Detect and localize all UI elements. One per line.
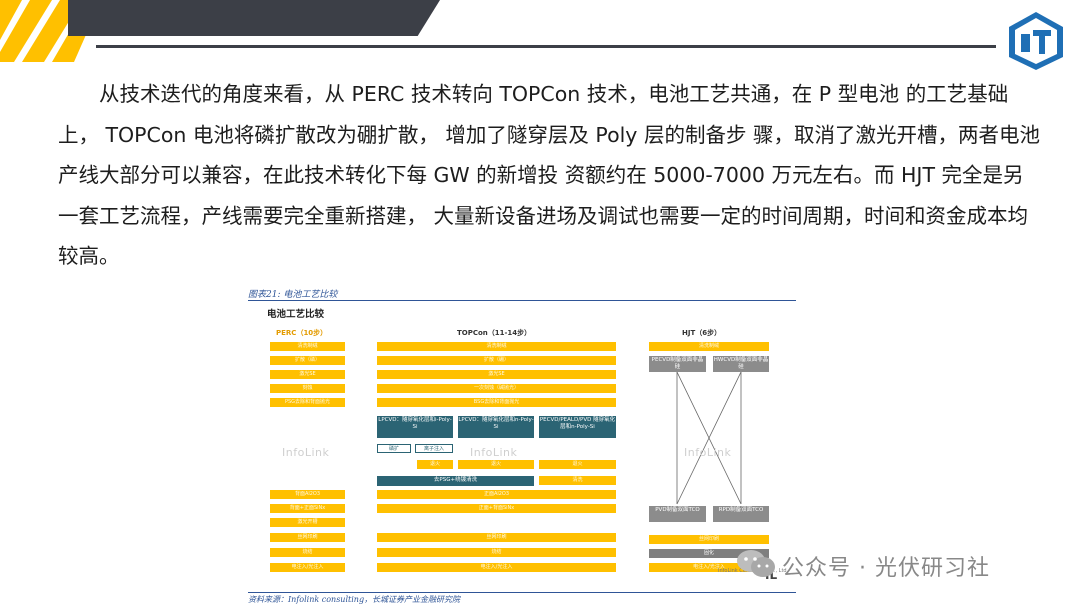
topcon-anneal: 退火 [539, 460, 616, 469]
topcon-anneal: 退火 [458, 460, 534, 469]
topcon-step: BSG去除和背面抛光 [377, 398, 616, 407]
topcon-route-lpcvd-n: LPCVD：隧穿氧化层和n-Poly-Si [458, 416, 534, 438]
hjt-pecvd: PECVD制备双面非晶硅 [649, 356, 706, 372]
topcon-step: 一次刻蚀（碱抛光） [377, 384, 616, 393]
perc-step: 激光开槽 [270, 518, 345, 527]
topcon-anneal: 退火 [417, 460, 453, 469]
topcon-title: TOPCon（11-14步） [457, 329, 532, 337]
figure-source: 资料来源：Infolink consulting，长城证券产业金融研究院 [248, 595, 461, 604]
hjt-rpd: RPD制备双面TCO [713, 506, 769, 522]
topcon-step: 正面Al2O3 [377, 490, 616, 499]
topcon-phosphorus-diffusion: 磷扩 [377, 444, 411, 453]
topcon-psg-clean: 去PSG+绕镀清洗 [377, 476, 534, 486]
topcon-step: 扩散（硼） [377, 356, 616, 365]
topcon-route-pecvd: PECVD/PEALD/PVD 隧穿氧化层和n-Poly-Si [539, 416, 616, 438]
figure-top-rule [248, 300, 796, 301]
perc-step: 刻蚀 [270, 384, 345, 393]
body-paragraph: 从技术迭代的角度来看，从 PERC 技术转向 TOPCon 技术，电池工艺共通，… [58, 82, 1040, 268]
hjt-step: 清洗制绒 [649, 342, 769, 351]
process-diagram: 电池工艺比较 PERC（10步） 清洗制绒 扩散（磷） 激光SE 刻蚀 PSG去… [262, 304, 796, 582]
topcon-step: 烧结 [377, 548, 616, 557]
figure-caption: 图表21: 电池工艺比较 [248, 290, 338, 300]
header-line [96, 45, 996, 48]
topcon-step: 清洗制绒 [377, 342, 616, 351]
perc-step: 背面+正面SiNx [270, 504, 345, 513]
watermark: InfoLink [282, 446, 330, 459]
topcon-step: 正面+背面SiNx [377, 504, 616, 513]
figure: 图表21: 电池工艺比较 资料来源：Infolink consulting，长城… [248, 283, 796, 608]
perc-step: 背面Al2O3 [270, 490, 345, 499]
wechat-icon [736, 548, 776, 584]
perc-step: 丝网印刷 [270, 533, 345, 542]
perc-step: 烧结 [270, 548, 345, 557]
watermark: InfoLink [684, 446, 732, 459]
topcon-step: 激光SE [377, 370, 616, 379]
perc-title: PERC（10步） [276, 329, 328, 337]
watermark: InfoLink [470, 446, 518, 459]
hjt-hwcvd: HWCVD制备双面非晶硅 [713, 356, 769, 372]
perc-step: 激光SE [270, 370, 345, 379]
diagram-title: 电池工艺比较 [267, 309, 325, 320]
perc-step: 扩散（磷） [270, 356, 345, 365]
hjt-step: 丝网印刷 [649, 535, 769, 544]
topcon-route-lpcvd-i: LPCVD：隧穿氧化层和i-Poly-Si [377, 416, 453, 438]
wechat-watermark: 公众号 · 光伏研习社 [736, 548, 990, 584]
figure-bottom-rule [248, 592, 796, 593]
header-band [68, 0, 440, 36]
perc-step: 清洗制绒 [270, 342, 345, 351]
topcon-clean: 清洗 [539, 476, 616, 485]
hjt-step: 电注入/光注入 [649, 563, 769, 572]
topcon-step: 电注入/光注入 [377, 563, 616, 572]
hjt-step: 固化 [649, 549, 769, 558]
hjt-connector-lines [676, 372, 742, 505]
perc-step: 电注入/光注入 [270, 563, 345, 572]
topcon-step: 丝网印刷 [377, 533, 616, 542]
hjt-pvd: PVD制备双面TCO [649, 506, 706, 522]
hjt-title: HJT（6步） [682, 329, 722, 337]
wechat-account-text: 公众号 · 光伏研习社 [782, 556, 990, 581]
perc-step: PSG去除和背面抛光 [270, 398, 345, 407]
topcon-ion-implant: 离子注入 [415, 444, 453, 453]
brand-logo-icon [1005, 10, 1067, 72]
